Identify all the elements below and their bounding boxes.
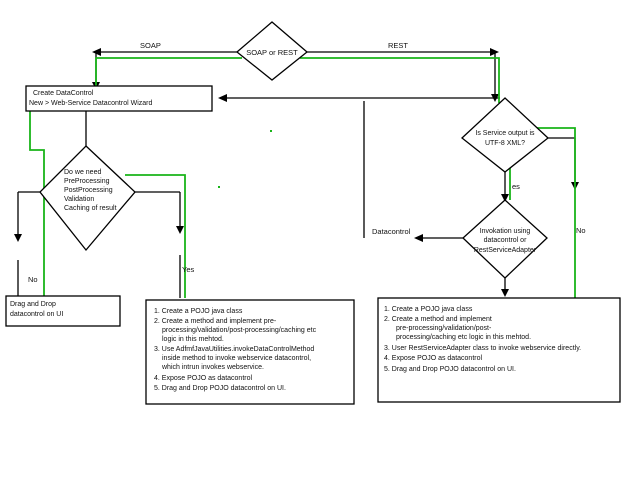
- edge-label-yes-right: es: [512, 182, 520, 191]
- create-datacontrol-box: [25, 85, 213, 112]
- arrow-rest-down: [491, 94, 499, 102]
- green-path-soap-left: [29, 100, 45, 300]
- soap-step-4: 3. Use AdfmfJavaUtilities.invokeDataCont…: [154, 346, 314, 353]
- decision-preprocess: [39, 145, 136, 252]
- arrow-utf8-down: [501, 194, 509, 202]
- rest-step-3: processing/caching etc logic in this meh…: [396, 334, 531, 341]
- create-datacontrol-line1: Create DataControl: [33, 90, 94, 97]
- rest-steps-box: [377, 297, 621, 403]
- arrow-yes-left-down: [176, 226, 184, 234]
- speck-2: [218, 186, 220, 188]
- decision-soap-rest-label: SOAP or REST: [246, 48, 298, 57]
- soap-step-5: inside method to invoke webservice datac…: [162, 355, 311, 362]
- rest-step-2: pre-processing/validation/post-: [396, 325, 492, 332]
- soap-step-7: 4. Expose POJO as datacontrol: [154, 375, 252, 382]
- decision-invoke-line1: datacontrol or: [484, 237, 527, 244]
- decision-utf8-line0: Is Service output is: [475, 130, 535, 137]
- decision-preprocess-line1: PreProcessing: [64, 178, 110, 185]
- green-path-preprocess-yes: [125, 174, 186, 298]
- speck-1: [270, 130, 272, 132]
- green-path-rest-right: [520, 127, 576, 298]
- rest-step-5: 4. Expose POJO as datacontrol: [384, 355, 482, 362]
- edge-label-rest: REST: [388, 41, 408, 50]
- decision-utf8: [461, 97, 549, 173]
- decision-invoke-line2: RestServiceAdapter: [474, 247, 537, 254]
- drag-drop-line1: datacontrol on UI: [10, 311, 63, 318]
- green-path-soap: [95, 57, 242, 86]
- soap-step-3: logic in this mehtod.: [162, 336, 224, 343]
- edge-label-no-left: No: [28, 275, 38, 284]
- decision-preprocess-line3: Validation: [64, 196, 94, 203]
- soap-step-0: 1. Create a POJO java class: [154, 308, 243, 315]
- decision-preprocess-line2: PostProcessing: [64, 187, 113, 194]
- arrow-no-left-down: [14, 234, 22, 242]
- rest-step-4: 3. User RestServiceAdapter class to invo…: [384, 345, 581, 352]
- rest-step-0: 1. Create a POJO java class: [384, 306, 473, 313]
- soap-step-8: 5. Drag and Drop POJO datacontrol on UI.: [154, 385, 286, 392]
- soap-steps-box: [145, 299, 355, 405]
- decision-utf8-line1: UTF-8 XML?: [485, 140, 525, 147]
- decision-invoke: [462, 199, 548, 279]
- soap-step-6: which intrun invokes webservice.: [161, 364, 264, 371]
- rest-step-6: 5. Drag and Drop POJO datacontrol on UI.: [384, 366, 516, 373]
- rest-step-1: 2. Create a method and implement: [384, 316, 492, 323]
- drag-drop-line0: Drag and Drop: [10, 301, 56, 308]
- decision-preprocess-line0: Do we need: [64, 169, 101, 176]
- edge-label-yes-left: Yes: [182, 265, 194, 274]
- edge-label-soap: SOAP: [140, 41, 161, 50]
- green-path-rest: [300, 57, 500, 103]
- decision-invoke-line0: Invokation using: [480, 228, 531, 235]
- arrow-rest: [490, 48, 499, 56]
- arrow-soap: [92, 48, 101, 56]
- soap-step-1: 2. Create a method and implement pre-: [154, 318, 277, 325]
- drag-drop-box: [5, 295, 121, 327]
- decision-soap-rest: [235, 21, 309, 81]
- edge-label-no-right: No: [576, 226, 586, 235]
- decision-preprocess-line4: Caching of result: [64, 205, 117, 212]
- arrow-datacontrol: [414, 234, 423, 242]
- soap-step-2: processing/validation/post-processing/ca…: [162, 327, 317, 334]
- create-datacontrol-line2: New > Web-Service Datacontrol Wizard: [29, 100, 152, 107]
- arrow-invoke-down: [501, 289, 509, 297]
- edge-label-datacontrol: Datacontrol: [372, 227, 411, 236]
- arrow-back-create: [218, 94, 227, 102]
